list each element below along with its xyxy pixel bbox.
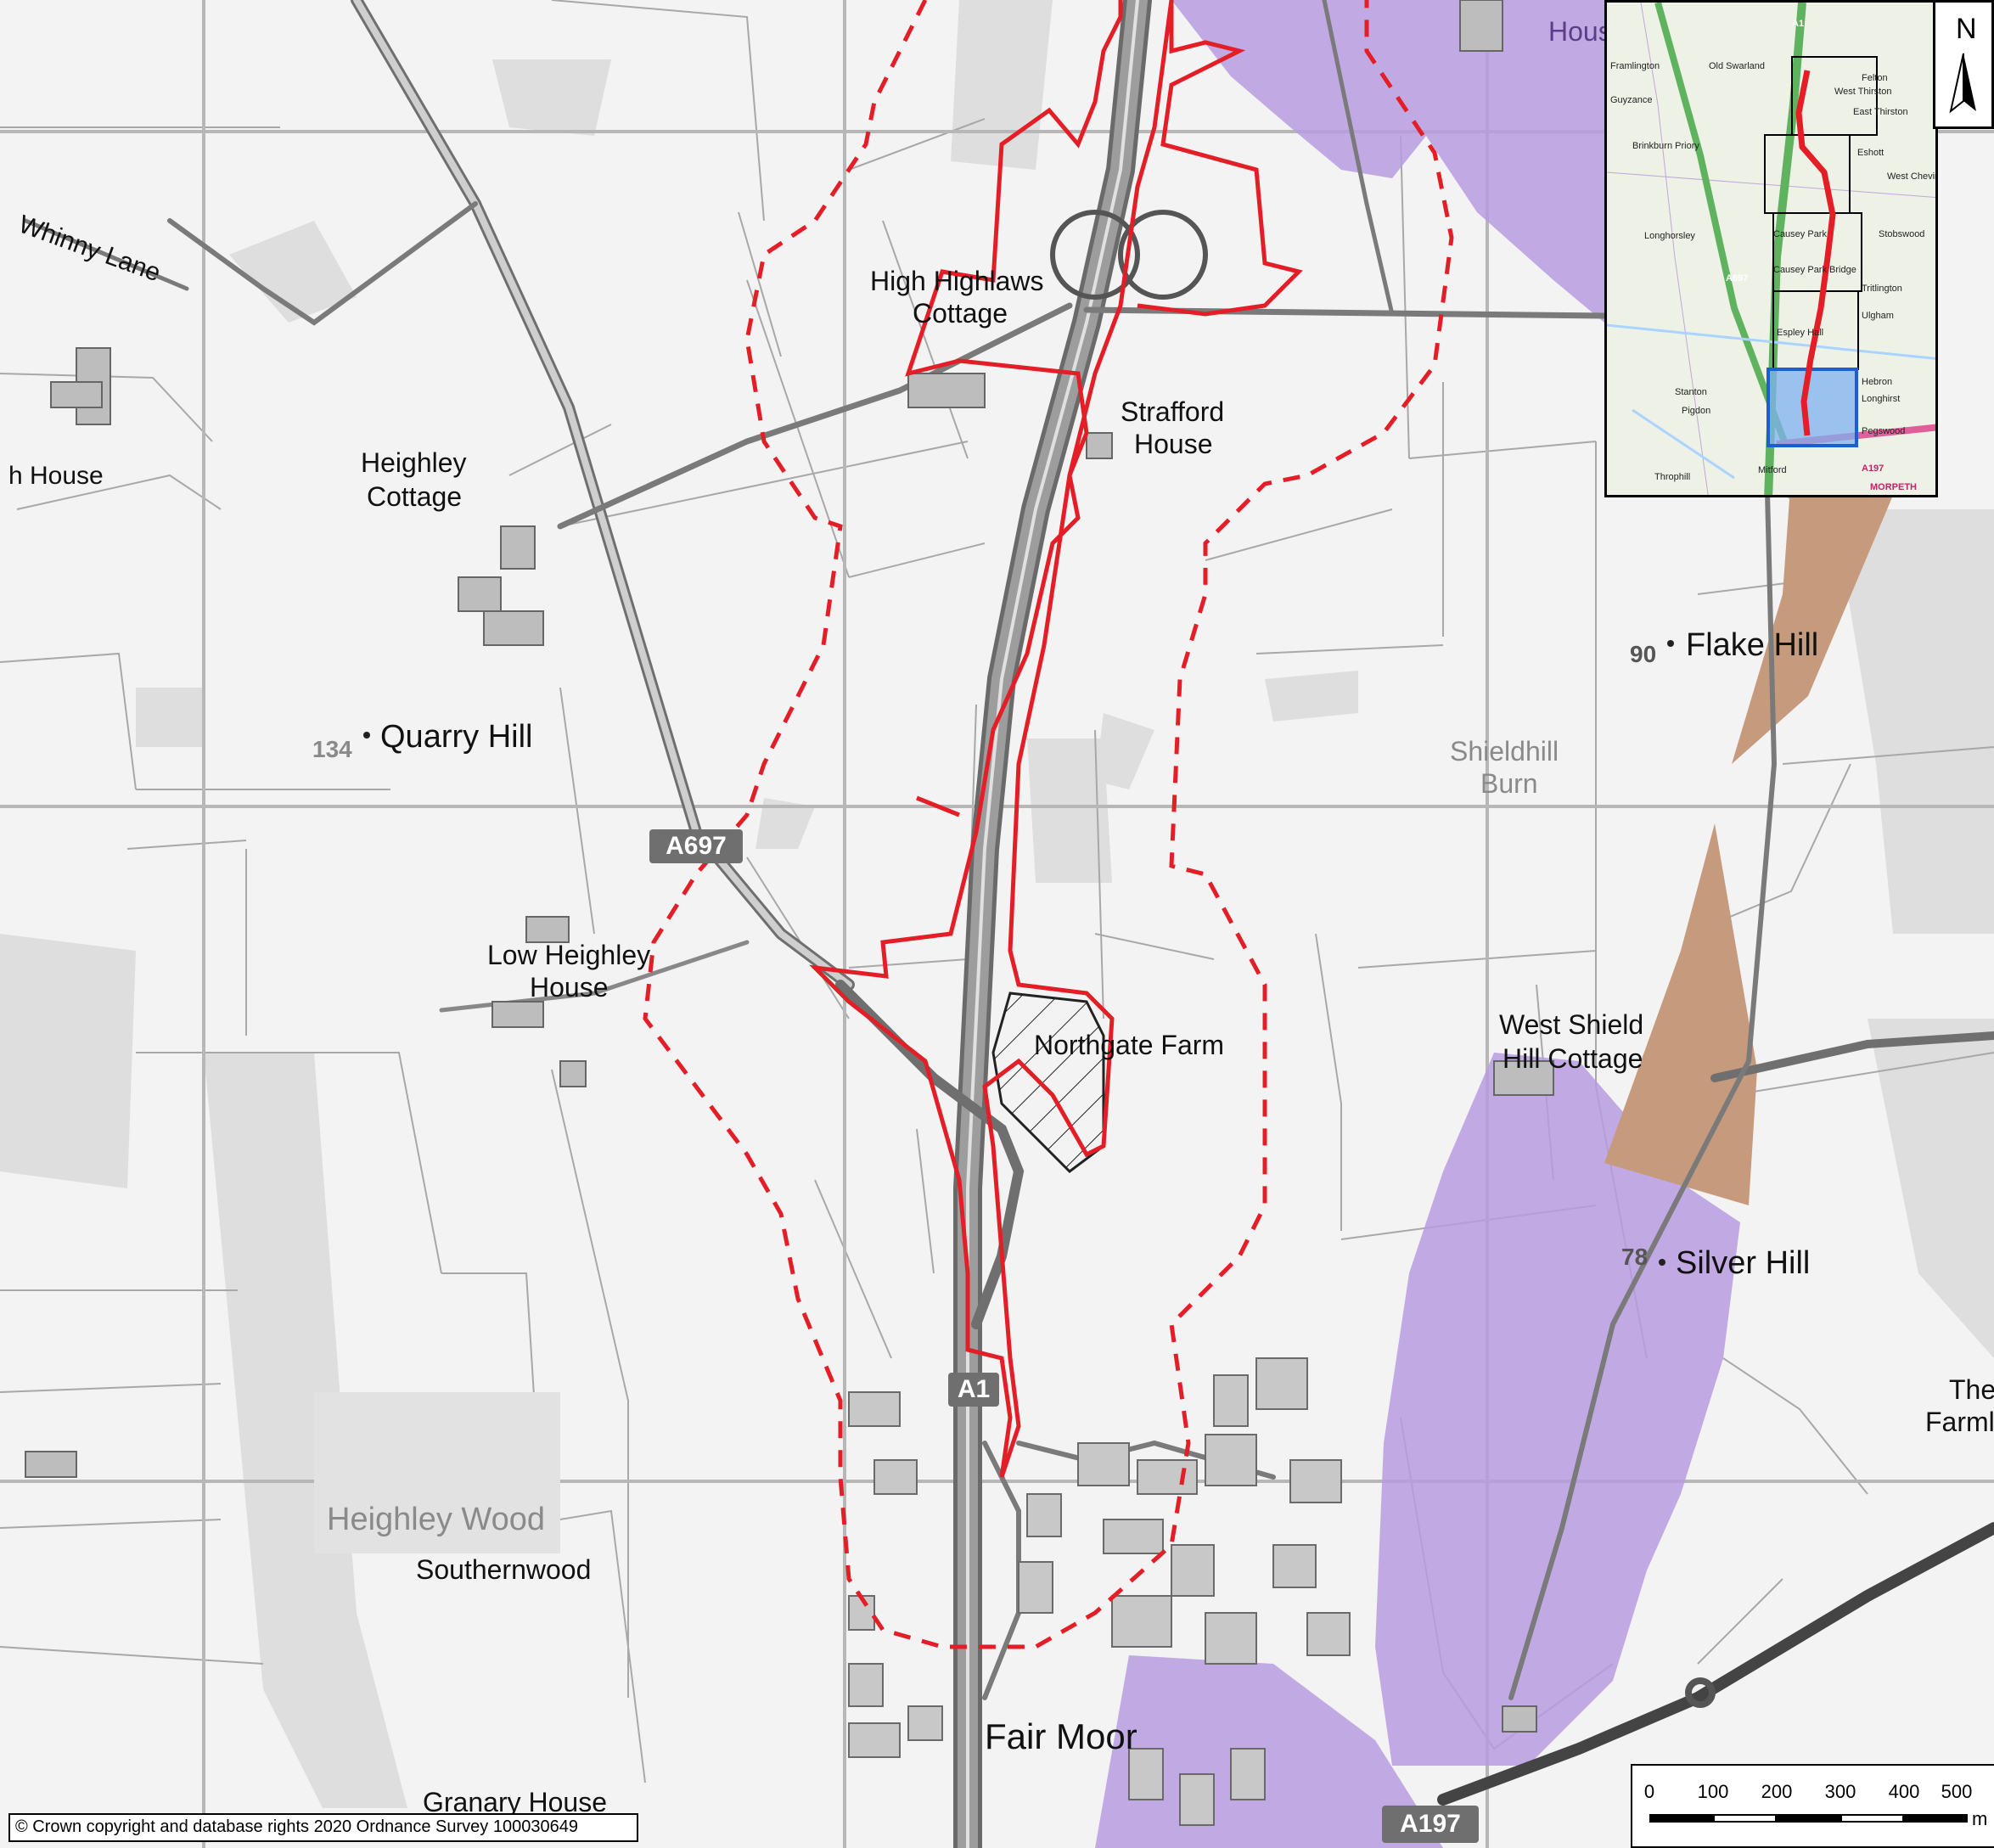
copyright-notice: © Crown copyright and database rights 20… bbox=[8, 1813, 638, 1842]
map-labels: Whinny Lane h House Heighley Cottage 134… bbox=[8, 16, 1994, 1817]
scale-segment bbox=[1777, 1814, 1840, 1823]
label-flake-hill-height: 90 bbox=[1630, 641, 1656, 667]
inset-location-map[interactable]: Old Swarland Framlington Guyzance Felton… bbox=[1604, 0, 1938, 497]
inset-label: Causey Park bbox=[1773, 229, 1827, 239]
label-low-heighley-1: Low Heighley bbox=[487, 940, 650, 970]
scale-bar: 0 100 200 300 400 500 m bbox=[1631, 1764, 1994, 1848]
label-low-heighley-2: House bbox=[530, 972, 609, 1003]
inset-label: Mitford bbox=[1758, 465, 1787, 475]
label-heighley-cottage-1: Heighley bbox=[361, 447, 467, 478]
inset-label: Tritlington bbox=[1862, 284, 1902, 294]
scheme-boundary bbox=[809, 0, 1174, 1478]
buffer-dashed-line bbox=[643, 0, 1454, 1649]
label-high-highlaws-2: Cottage bbox=[913, 298, 1008, 329]
label-house-top: Hous bbox=[1548, 16, 1612, 47]
label-heighley-cottage-2: Cottage bbox=[367, 481, 462, 512]
north-arrow: N bbox=[1933, 0, 1994, 129]
scale-segment bbox=[1649, 1814, 1713, 1823]
scale-unit: m bbox=[1972, 1808, 1988, 1829]
north-arrow-label: N bbox=[1956, 13, 1977, 45]
label-shieldhill-1: Shieldhill bbox=[1450, 736, 1559, 767]
inset-label: Espley Hall bbox=[1777, 328, 1823, 338]
label-quarry-hill: Quarry Hill bbox=[380, 719, 532, 755]
scale-tick: 300 bbox=[1824, 1781, 1856, 1802]
label-silver-hill: Silver Hill bbox=[1676, 1245, 1810, 1281]
inset-label: Felton bbox=[1862, 73, 1888, 83]
hatched-area-northgate-farm bbox=[991, 991, 1105, 1173]
inset-label: Throphill bbox=[1654, 472, 1690, 482]
label-granary-house: Granary House bbox=[423, 1787, 607, 1817]
boundary-spur bbox=[916, 795, 960, 817]
label-west-shield-2: Hill Cottage bbox=[1503, 1043, 1643, 1074]
scale-tick: 400 bbox=[1888, 1781, 1920, 1802]
scale-segment bbox=[1904, 1814, 1968, 1823]
field-boundaries bbox=[0, 0, 1994, 1783]
north-arrow-icon bbox=[1949, 53, 1964, 114]
scale-segment bbox=[1840, 1814, 1904, 1823]
scale-tick: 0 bbox=[1643, 1781, 1655, 1802]
label-the-farm-2: Farml bbox=[1925, 1407, 1994, 1437]
label-heighley-wood: Heighley Wood bbox=[327, 1502, 545, 1537]
label-southernwood: Southernwood bbox=[416, 1554, 591, 1585]
label-strafford-1: Strafford bbox=[1121, 396, 1224, 427]
inset-label: Brinkburn Priory bbox=[1632, 141, 1699, 151]
label-northgate-farm: Northgate Farm bbox=[1034, 1030, 1224, 1060]
scale-tick: 500 bbox=[1941, 1781, 1973, 1802]
label-shieldhill-2: Burn bbox=[1480, 768, 1538, 799]
inset-label: Guyzance bbox=[1610, 95, 1653, 105]
inset-label: Longhirst bbox=[1862, 394, 1900, 404]
inset-label: Stobswood bbox=[1879, 229, 1924, 239]
label-high-highlaws-1: High Highlaws bbox=[870, 266, 1044, 296]
point-marker bbox=[1659, 1259, 1665, 1266]
inset-label: Old Swarland bbox=[1709, 61, 1765, 71]
label-west-shield-1: West Shield bbox=[1499, 1009, 1643, 1040]
heighley-wood-area bbox=[314, 1392, 560, 1553]
fair-moor-buildings bbox=[848, 1357, 1351, 1826]
purple-designation bbox=[1095, 0, 1918, 1848]
inset-label: Longhorsley bbox=[1644, 231, 1695, 241]
label-house-left: h House bbox=[8, 462, 104, 490]
label-flake-hill: Flake Hill bbox=[1686, 627, 1818, 663]
a197-road-shield: A197 bbox=[1382, 1806, 1479, 1843]
inset-label: A1 bbox=[1792, 19, 1804, 29]
inset-label: Stanton bbox=[1675, 387, 1707, 397]
scheme-boundary-north bbox=[1137, 0, 1303, 317]
inset-label: A197 bbox=[1862, 463, 1884, 474]
inset-label: Causey Park Bridge bbox=[1773, 265, 1856, 275]
label-silver-hill-height: 78 bbox=[1621, 1244, 1648, 1270]
buildings bbox=[25, 0, 1554, 1733]
inset-label: West Chevington bbox=[1887, 171, 1938, 182]
inset-label: West Thirston bbox=[1834, 87, 1891, 97]
a697-road-shield: A697 bbox=[649, 829, 743, 863]
inset-label: Framlington bbox=[1610, 61, 1660, 71]
inset-label: A697 bbox=[1726, 273, 1748, 284]
inset-label: Ulgham bbox=[1862, 311, 1894, 321]
roundabout bbox=[1050, 210, 1716, 1708]
field-tints bbox=[0, 0, 1994, 1808]
label-fair-moor: Fair Moor bbox=[985, 1716, 1137, 1756]
label-the-farm-1: The bbox=[1949, 1374, 1994, 1405]
inset-label: Eshott bbox=[1857, 148, 1884, 158]
point-marker bbox=[363, 732, 370, 739]
inset-label: Pegswood bbox=[1862, 426, 1905, 436]
scale-segment bbox=[1713, 1814, 1777, 1823]
inset-label: Pigdon bbox=[1682, 406, 1710, 416]
label-strafford-2: House bbox=[1134, 429, 1213, 459]
label-quarry-hill-height: 134 bbox=[312, 736, 352, 762]
inset-label: MORPETH bbox=[1870, 482, 1917, 492]
point-marker bbox=[1667, 640, 1674, 647]
scale-tick: 200 bbox=[1761, 1781, 1793, 1802]
inset-label: East Thirston bbox=[1853, 107, 1908, 117]
a1-road-shield: A1 bbox=[948, 1373, 999, 1407]
inset-label: Hebron bbox=[1862, 377, 1892, 387]
scale-tick: 100 bbox=[1697, 1781, 1729, 1802]
